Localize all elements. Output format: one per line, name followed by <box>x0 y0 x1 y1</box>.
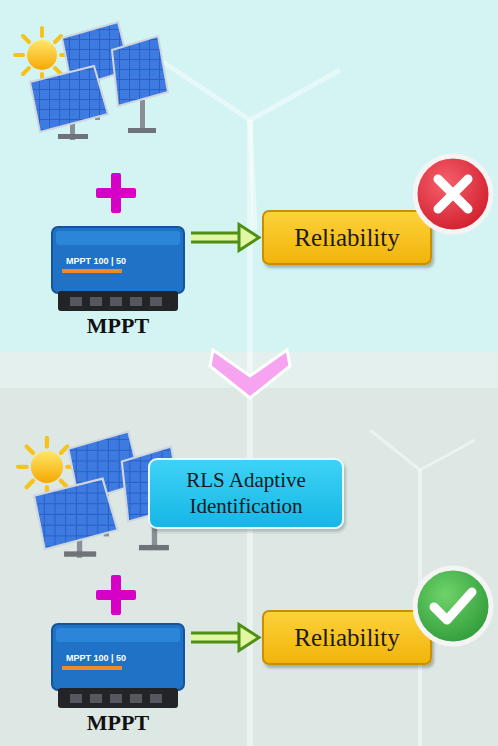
process-box: RLS Adaptive Identification <box>148 458 344 529</box>
device-label: MPPT <box>87 710 149 735</box>
flow-arrow <box>191 625 259 651</box>
box-text: Reliability <box>294 224 400 252</box>
cross-badge <box>415 156 491 232</box>
model-label: MPPT 100 | 50 <box>66 653 126 663</box>
result-box: Reliability <box>262 210 432 265</box>
flow-arrow <box>191 225 259 251</box>
box-text: RLS Adaptive Identification <box>160 468 332 518</box>
device-node: MPPT <box>48 225 188 338</box>
check-badge <box>415 568 491 644</box>
device-node: MPPT <box>48 622 188 735</box>
result-box: Reliability <box>262 610 432 665</box>
box-text: Reliability <box>294 624 400 652</box>
mppt-device <box>48 225 188 313</box>
model-label: MPPT 100 | 50 <box>66 256 126 266</box>
device-label: MPPT <box>87 313 149 338</box>
mppt-device <box>48 622 188 710</box>
down-chevron <box>210 350 290 398</box>
